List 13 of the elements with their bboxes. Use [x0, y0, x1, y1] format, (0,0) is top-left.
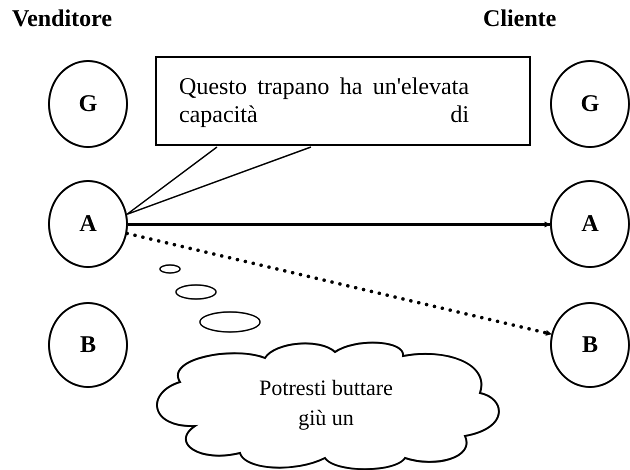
circle-node: G — [48, 60, 128, 148]
column-heading: Cliente — [483, 6, 556, 33]
circle-node: B — [48, 302, 128, 388]
circle-node: G — [550, 60, 630, 148]
arrow — [128, 221, 551, 228]
speech-bubble — [155, 56, 531, 146]
speech-bubble-tail — [126, 146, 312, 215]
circle-node: B — [550, 302, 630, 388]
thought-text: Potresti buttare giù un — [258, 374, 394, 432]
column-heading: Venditore — [12, 6, 112, 33]
circle-node: A — [550, 180, 630, 268]
circle-node: A — [48, 180, 128, 268]
speech-text: Questo trapano ha un'elevata capacità di — [179, 73, 469, 129]
